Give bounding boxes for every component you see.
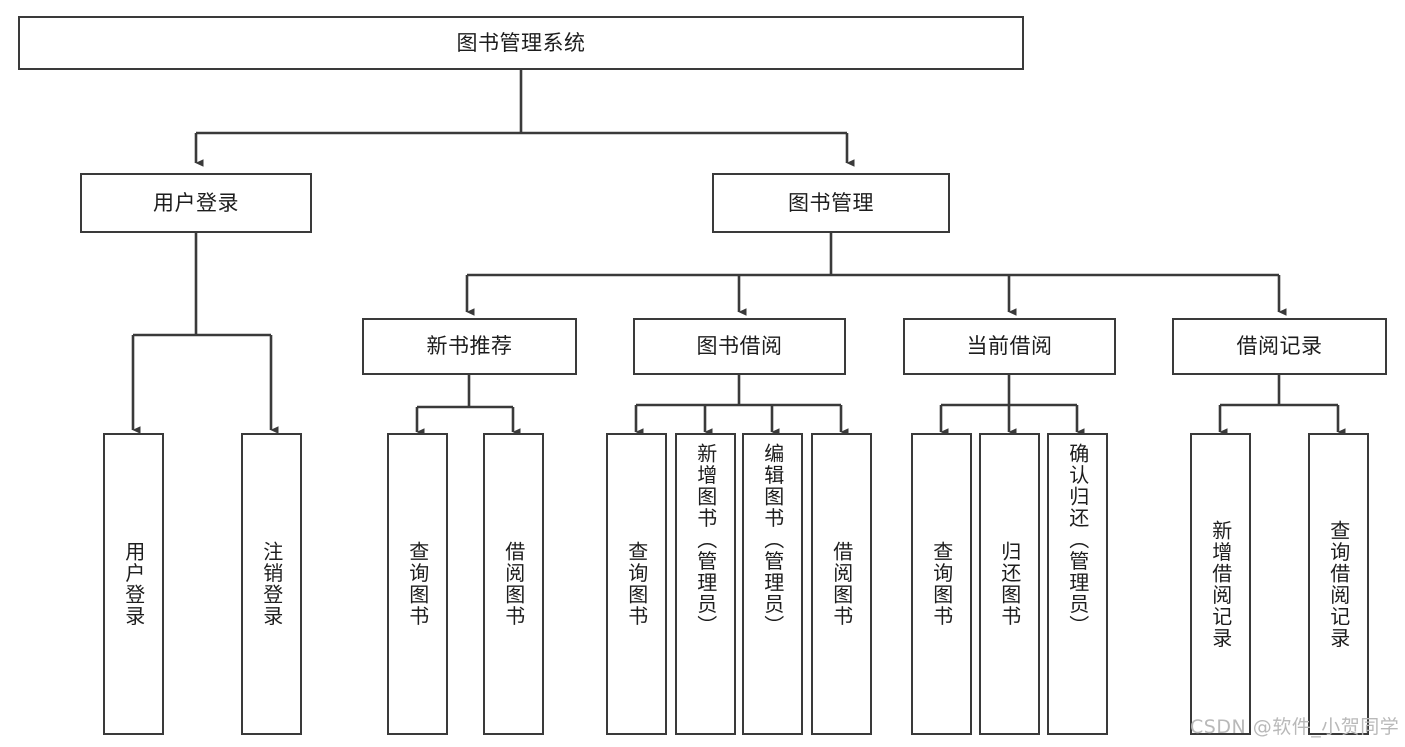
- node-borrow-record[interactable]: 借阅记录: [1172, 318, 1387, 375]
- leaf-borrow-query-book[interactable]: 查询图书: [606, 433, 667, 735]
- leaf-new-book-query-label: 查询图书: [405, 541, 430, 627]
- leaf-borrow-add-book-label: 新增图书（管理员）: [693, 443, 718, 637]
- leaf-user-login-login-label: 用户登录: [121, 541, 146, 627]
- node-user-login[interactable]: 用户登录: [80, 173, 312, 233]
- leaf-borrow-query-book-label: 查询图书: [624, 541, 649, 627]
- leaf-current-return-book-label: 归还图书: [997, 541, 1022, 627]
- leaf-current-query-book-label: 查询图书: [929, 541, 954, 627]
- node-current-borrow[interactable]: 当前借阅: [903, 318, 1116, 375]
- leaf-borrow-add-book[interactable]: 新增图书（管理员）: [675, 433, 736, 735]
- leaf-current-confirm-return[interactable]: 确认归还（管理员）: [1047, 433, 1108, 735]
- node-user-login-label: 用户登录: [153, 190, 239, 215]
- node-book-management[interactable]: 图书管理: [712, 173, 950, 233]
- leaf-user-login-logout[interactable]: 注销登录: [241, 433, 302, 735]
- leaf-current-query-book[interactable]: 查询图书: [911, 433, 972, 735]
- node-book-management-label: 图书管理: [788, 190, 874, 215]
- leaf-borrow-borrow-book-label: 借阅图书: [829, 541, 854, 627]
- node-book-borrow[interactable]: 图书借阅: [633, 318, 846, 375]
- watermark: CSDN @软件_小贺同学: [1190, 712, 1399, 739]
- leaf-user-login-login[interactable]: 用户登录: [103, 433, 164, 735]
- leaf-borrow-edit-book-label: 编辑图书（管理员）: [760, 443, 785, 637]
- leaf-new-book-query[interactable]: 查询图书: [387, 433, 448, 735]
- watermark-text: CSDN @软件_小贺同学: [1190, 716, 1400, 738]
- leaf-new-book-borrow[interactable]: 借阅图书: [483, 433, 544, 735]
- node-root-label: 图书管理系统: [456, 30, 586, 55]
- node-book-borrow-label: 图书借阅: [696, 334, 783, 359]
- leaf-borrow-edit-book[interactable]: 编辑图书（管理员）: [742, 433, 803, 735]
- leaf-current-confirm-return-label: 确认归还（管理员）: [1065, 443, 1090, 637]
- leaf-new-book-borrow-label: 借阅图书: [501, 541, 526, 627]
- node-new-book-recommend-label: 新书推荐: [426, 334, 513, 359]
- leaf-borrow-borrow-book[interactable]: 借阅图书: [811, 433, 872, 735]
- node-root[interactable]: 图书管理系统: [18, 16, 1024, 70]
- node-current-borrow-label: 当前借阅: [966, 334, 1053, 359]
- leaf-user-login-logout-label: 注销登录: [259, 541, 284, 627]
- leaf-current-return-book[interactable]: 归还图书: [979, 433, 1040, 735]
- node-borrow-record-label: 借阅记录: [1236, 334, 1323, 359]
- leaf-record-add-label: 新增借阅记录: [1208, 519, 1233, 649]
- leaf-record-add[interactable]: 新增借阅记录: [1190, 433, 1251, 735]
- leaf-record-query-label: 查询借阅记录: [1326, 519, 1351, 649]
- leaf-record-query[interactable]: 查询借阅记录: [1308, 433, 1369, 735]
- node-new-book-recommend[interactable]: 新书推荐: [362, 318, 577, 375]
